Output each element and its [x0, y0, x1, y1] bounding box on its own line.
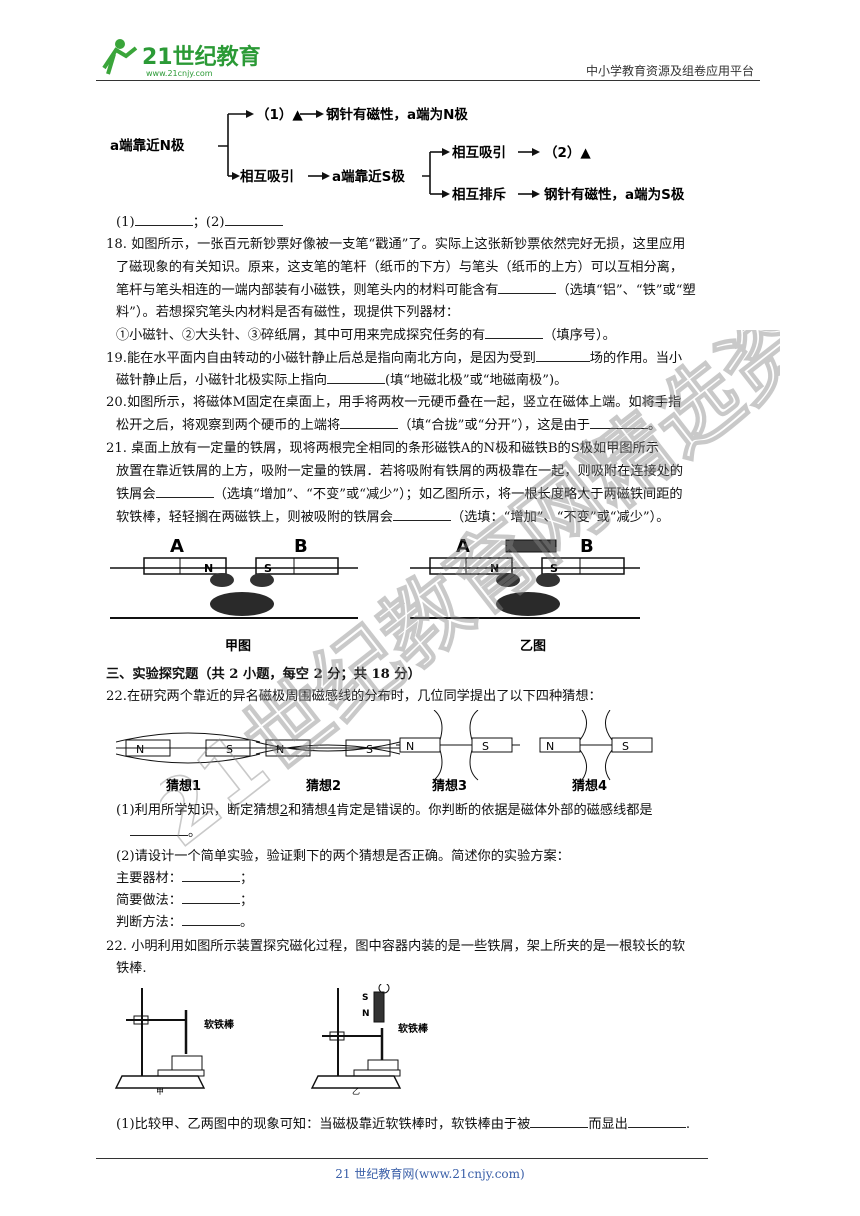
- q22-blank-judgement[interactable]: [181, 913, 240, 926]
- q18-line-1: 18. 如图所示，一张百元新钞票好像被一支笔“戳通”了。实际上这张新钞票依然完好…: [106, 237, 686, 252]
- svg-text:乙图: 乙图: [520, 639, 546, 654]
- svg-text:乙: 乙: [352, 1087, 360, 1096]
- logo-text: 21世纪教育: [142, 44, 261, 70]
- q18-blank-material[interactable]: [498, 281, 557, 294]
- svg-text:软铁棒: 软铁棒: [398, 1022, 429, 1035]
- q22-blank-basis[interactable]: [130, 823, 188, 836]
- q22b-blank-2[interactable]: [627, 1115, 686, 1128]
- q22-judgement: 判断方法：。: [116, 913, 254, 930]
- q22-materials: 主要器材：；: [116, 869, 254, 886]
- q22b-line-2: 铁棒.: [116, 961, 147, 976]
- guess-3: N S 猜想3: [396, 710, 520, 794]
- q22-blank-materials[interactable]: [181, 869, 240, 882]
- q22-part1: (1)利用所学知识，断定猜想2和猜想4肯定是错误的。你判断的依据是磁体外部的磁感…: [116, 803, 653, 818]
- svg-text:S: S: [482, 740, 489, 753]
- q22b-blank-1[interactable]: [530, 1115, 589, 1128]
- svg-text:N: N: [490, 562, 499, 575]
- q22-part2: (2)请设计一个简单实验，验证剩下的两个猜想是否正确。简述你的实验方案：: [116, 849, 570, 864]
- q21-line-1: 21. 桌面上放有一定量的铁屑，现将两根完全相同的条形磁铁A的N极和磁铁B的S极…: [106, 441, 659, 456]
- q20-blank-reason[interactable]: [590, 416, 648, 429]
- q21-line-4: 软铁棒，轻轻搁在两磁铁上，则被吸附的铁屑会（选填：“增加”、“不变”或“减少”）…: [116, 508, 670, 525]
- q19-blank-field[interactable]: [535, 349, 590, 362]
- svg-text:A: A: [170, 536, 184, 557]
- figure-q21-magnets: A B N S 甲图 A B N S 乙图: [110, 536, 640, 654]
- q21-line-3: 铁屑会（选填“增加”、“不变”或“减少”）；如乙图所示，将一根长度略大于两磁铁间…: [116, 485, 683, 502]
- q18-line-2: 了磁现象的有关知识。原来，这支笔的笔杆（纸币的下方）与笔头（纸币的上方）可以互相…: [116, 260, 684, 275]
- header-platform-name: 中小学教育资源及组卷应用平台: [585, 64, 754, 78]
- svg-text:猜想3: 猜想3: [431, 778, 467, 794]
- q22b-part1: (1)比较甲、乙两图中的现象可知：当磁极靠近软铁棒时，软铁棒由于被而显出.: [116, 1115, 691, 1132]
- q18-line-3: 笔杆与笔头相连的一端内部装有小磁铁，则笔头内的材料可能含有（选填“铝”、“铁”或…: [116, 281, 696, 298]
- svg-text:猜想1: 猜想1: [165, 778, 201, 794]
- svg-text:A: A: [456, 536, 470, 557]
- q22-part1-answer: 。: [130, 822, 201, 844]
- header-divider: [96, 80, 760, 81]
- svg-text:S: S: [362, 993, 368, 1003]
- site-logo: 21世纪教育 www.21cnjy.com: [96, 34, 266, 80]
- apparatus-yi: S N 软铁棒 乙: [310, 984, 429, 1096]
- q18-line-4: 料”）。若想探究笔头内材料是否有磁性，现提供下列器材：: [116, 305, 460, 320]
- svg-text:N: N: [546, 740, 554, 753]
- svg-text:猜想2: 猜想2: [305, 778, 341, 794]
- svg-text:B: B: [294, 536, 308, 557]
- q19-line-2: 磁针静止后，小磁针北极实际上指向(填“地磁北极”或“地磁南极”)。: [116, 371, 568, 388]
- svg-text:S: S: [622, 740, 629, 753]
- svg-text:N: N: [362, 1009, 370, 1019]
- svg-text:甲: 甲: [156, 1087, 164, 1096]
- q20-line-1: 20.如图所示，将磁体M固定在桌面上，用手将两枚一元硬币叠在一起，竖立在磁体上端…: [106, 395, 682, 410]
- flow-sub1: 相互吸引: [452, 144, 506, 161]
- flowchart-diagram: a端靠近N极 （1）▲ 钢针有磁性，a端为N极 相互吸引 a端靠近S极 相互吸引…: [110, 106, 685, 203]
- logo-url: www.21cnjy.com: [146, 69, 213, 78]
- svg-text:S: S: [264, 562, 272, 575]
- flow-branch2: 相互吸引: [240, 168, 294, 185]
- svg-text:N: N: [406, 740, 414, 753]
- figure-jia: A B N S 甲图: [110, 536, 358, 654]
- svg-text:S: S: [550, 562, 558, 575]
- guess-1: N S 猜想1: [116, 732, 261, 794]
- footer-divider: [96, 1158, 708, 1159]
- q21-blank-1[interactable]: [155, 485, 214, 498]
- q21-line-2: 放置在靠近铁屑的上方，吸附一定量的铁屑．若将吸附有铁屑的两极靠在一起，则吸附在连…: [116, 464, 684, 479]
- flow-sub2-result: 钢针有磁性，a端为S极: [544, 186, 685, 203]
- svg-text:N: N: [204, 562, 213, 575]
- svg-text:甲图: 甲图: [225, 639, 251, 654]
- flow-sub2: 相互排斥: [452, 186, 506, 203]
- flow-branch1: （1）▲: [256, 107, 303, 123]
- q17-answer-line: (1)；(2): [116, 212, 283, 234]
- svg-text:猜想4: 猜想4: [571, 778, 607, 794]
- footer-site[interactable]: 21 世纪教育网(www.21cnjy.com): [335, 1167, 525, 1181]
- svg-text:S: S: [226, 743, 233, 756]
- guess-4: N S 猜想4: [539, 710, 653, 794]
- svg-text:S: S: [366, 743, 373, 756]
- q22b-line-1: 22. 小明利用如图所示装置探究磁化过程，图中容器内装的是一些铁屑，架上所夹的是…: [106, 939, 686, 954]
- svg-text:N: N: [276, 743, 284, 756]
- q17-blank-2[interactable]: [224, 213, 283, 226]
- q21-blank-2[interactable]: [392, 508, 451, 521]
- q19-line-1: 19.能在水平面内自由转动的小磁针静止后总是指向南北方向，是因为受到场的作用。当…: [106, 349, 683, 366]
- figure-q22-field-lines: N S 猜想1 N S 猜想2 N S 猜想3 N S 猜想4: [116, 710, 653, 794]
- figure-q22b-apparatus: 软铁棒 甲 S N 软铁棒 乙: [114, 984, 429, 1096]
- section-3-title: 三、实验探究题（共 2 小题，每空 2 分；共 18 分）: [106, 667, 421, 682]
- svg-text:软铁棒: 软铁棒: [204, 1018, 235, 1031]
- flow-result1: 钢针有磁性，a端为N极: [326, 106, 468, 123]
- q20-line-2: 松开之后，将观察到两个硬币的上端将（填“合拢”或“分开”），这是由于。: [116, 416, 662, 433]
- q20-blank-result[interactable]: [340, 416, 399, 429]
- apparatus-jia: 软铁棒 甲: [114, 988, 235, 1096]
- flow-start: a端靠近N极: [110, 137, 185, 154]
- svg-text:B: B: [580, 536, 594, 557]
- q18-blank-tools[interactable]: [485, 326, 544, 339]
- flow-mid: a端靠近S极: [332, 168, 405, 185]
- flow-sub1-result: （2）▲: [544, 145, 591, 161]
- q17-blank-1[interactable]: [134, 213, 193, 226]
- figure-yi: A B N S 乙图: [410, 536, 640, 654]
- svg-text:N: N: [136, 743, 144, 756]
- q19-blank-direction[interactable]: [327, 371, 385, 384]
- q22-blank-method[interactable]: [181, 891, 240, 904]
- guess-2: N S 猜想2: [255, 739, 401, 794]
- q22-line-1: 22.在研究两个靠近的异名磁极周围磁感线的分布时，几位同学提出了以下四种猜想：: [106, 689, 602, 704]
- q18-line-5: ①小磁针、②大头针、③碎纸屑，其中可用来完成探究任务的有（填序号）。: [116, 326, 616, 343]
- q22-method: 简要做法：；: [116, 891, 254, 908]
